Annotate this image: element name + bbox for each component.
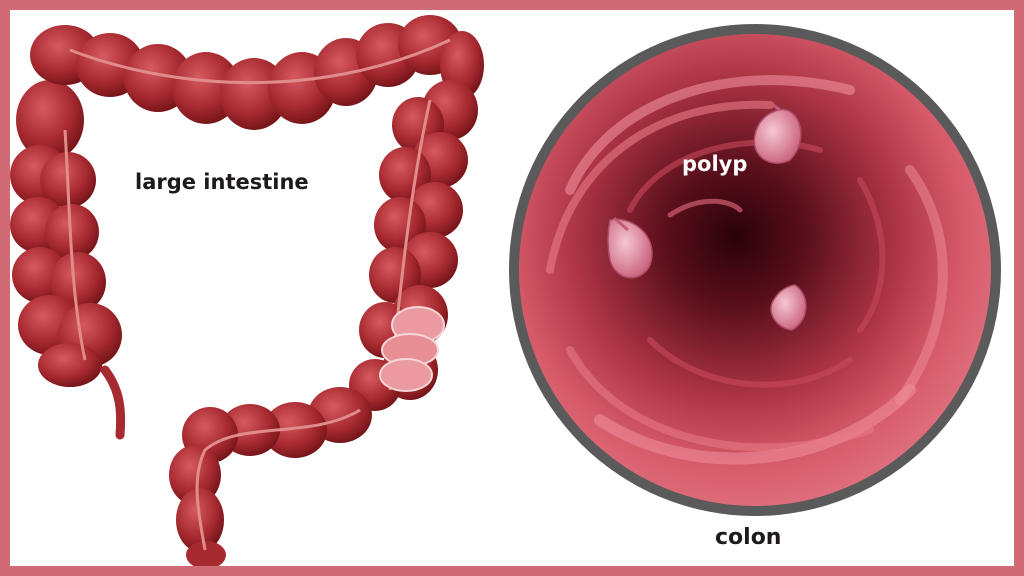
sigmoid-colon xyxy=(169,387,372,566)
label-polyp: polyp xyxy=(682,152,748,176)
transverse-colon xyxy=(30,15,484,130)
appendix xyxy=(100,365,126,440)
polyp-icon xyxy=(607,216,653,279)
colon-cross-section xyxy=(509,24,1001,516)
label-large-intestine: large intestine xyxy=(135,170,309,194)
label-colon: colon xyxy=(715,525,782,550)
ascending-colon xyxy=(10,80,122,387)
polyp-icon xyxy=(753,102,802,164)
colon-lumen xyxy=(519,34,991,506)
diagram-canvas xyxy=(10,15,1001,566)
large-intestine-illustration xyxy=(10,15,484,566)
polyp-icon xyxy=(770,284,807,331)
polyp-bulge xyxy=(379,306,445,392)
